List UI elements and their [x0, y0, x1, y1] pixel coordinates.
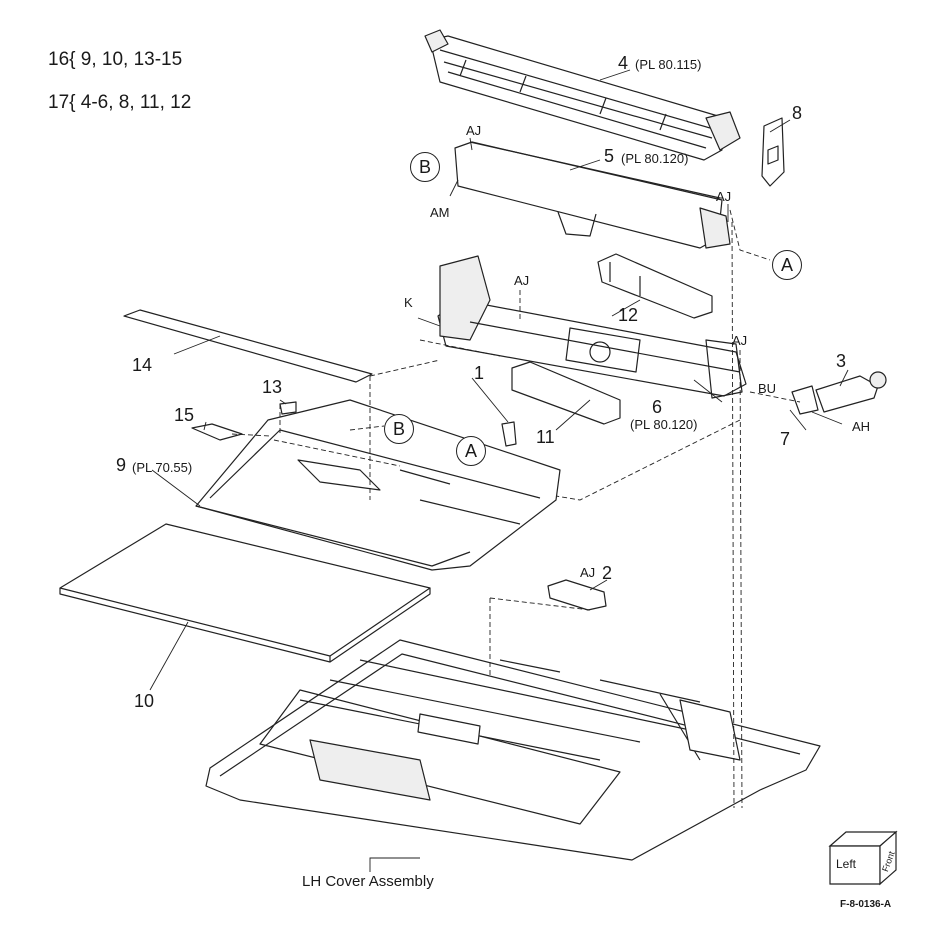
- callout-9: 9: [116, 455, 127, 475]
- orientation-cube: [828, 830, 898, 886]
- lh-cover-assembly-label: LH Cover Assembly: [302, 873, 434, 890]
- part-5-cover: [454, 141, 731, 249]
- code-bu: BU: [758, 381, 777, 396]
- part-12-plate: [597, 253, 713, 319]
- part-4-rail: [424, 29, 741, 161]
- callout-10: 10: [134, 691, 155, 711]
- circle-b-top: B: [410, 152, 440, 182]
- callout-4: 4: [618, 53, 629, 73]
- code-k: K: [404, 295, 413, 310]
- callout-13: 13: [262, 377, 283, 397]
- plref-5: (PL 80.120): [621, 151, 689, 166]
- part-7-lever: [791, 385, 819, 415]
- plref-4: (PL 80.115): [635, 57, 702, 72]
- kit-17-note: 17{ 4-6, 8, 11, 12: [48, 92, 192, 113]
- code-ah: AH: [852, 419, 871, 434]
- callout-6: 6: [652, 397, 663, 417]
- part-6-assembly: [437, 255, 747, 399]
- circle-a-mid: A: [456, 436, 486, 466]
- plref-9: (PL 70.55): [132, 460, 193, 475]
- code-aj-side: AJ: [732, 333, 748, 348]
- callout-12: 12: [618, 305, 639, 325]
- callout-2: 2: [602, 563, 613, 583]
- code-aj-mid: AJ: [514, 273, 530, 288]
- callout-8: 8: [792, 103, 803, 123]
- callout-15: 15: [174, 405, 195, 425]
- lh-cover-assembly-frame: [205, 639, 821, 861]
- part-2-bracket: [547, 579, 607, 611]
- callout-3: 3: [836, 351, 847, 371]
- callout-14: 14: [132, 355, 153, 375]
- kit-16-note: 16{ 9, 10, 13-15: [48, 49, 183, 70]
- part-15-pad: [191, 423, 243, 441]
- part-8-bracket: [761, 117, 785, 187]
- callout-5: 5: [604, 146, 615, 166]
- orientation-left-label: Left: [836, 857, 857, 871]
- part-13-clip: [279, 401, 297, 415]
- code-aj-bracket: AJ: [580, 565, 596, 580]
- callout-11: 11: [536, 427, 555, 447]
- code-aj-right: AJ: [716, 189, 732, 204]
- part-11-guide: [511, 361, 621, 425]
- part-14-sheet: [123, 309, 373, 383]
- callout-7: 7: [780, 429, 791, 449]
- callout-1: 1: [474, 363, 485, 383]
- figure-id: F-8-0136-A: [840, 899, 892, 910]
- circle-b-mid: B: [384, 414, 414, 444]
- code-aj-top: AJ: [466, 123, 482, 138]
- circle-a-right: A: [772, 250, 802, 280]
- part-3-gear: [815, 371, 887, 413]
- code-am: AM: [430, 205, 450, 220]
- plref-6: (PL 80.120): [630, 417, 698, 432]
- part-1-clip: [501, 421, 517, 447]
